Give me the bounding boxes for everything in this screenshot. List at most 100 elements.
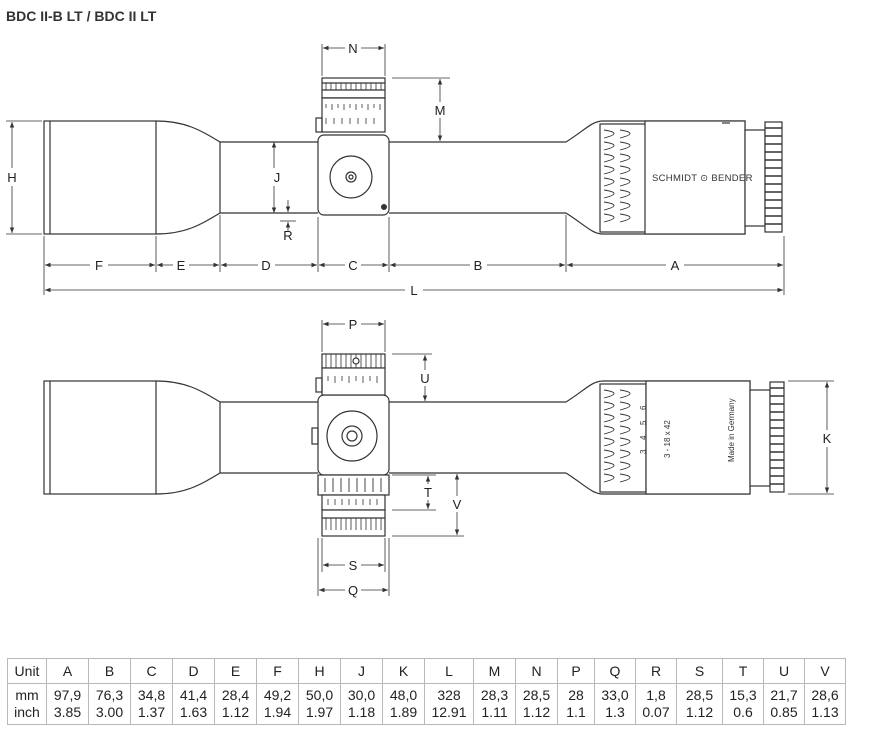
table-header-m: M <box>473 658 516 684</box>
table-header-j: J <box>340 658 383 684</box>
table-header-p: P <box>557 658 595 684</box>
value-mm-d: 41,4 <box>179 687 208 703</box>
value-inch-s: 1.12 <box>685 704 714 720</box>
mag-mark-4: 4 <box>639 435 648 440</box>
value-mm-h: 50,0 <box>305 687 334 703</box>
value-inch-a: 3.85 <box>53 704 82 720</box>
objective-bell-side <box>43 380 221 495</box>
value-inch-n: 1.12 <box>522 704 551 720</box>
elevation-turret-side <box>315 353 386 396</box>
value-mm-s: 28,5 <box>685 687 714 703</box>
dim-label-b: B <box>474 258 483 273</box>
table-header-b: B <box>88 658 131 684</box>
dim-label-e: E <box>177 258 186 273</box>
top-view-dimension-labels: N M H J R F E D C B A L <box>7 41 679 298</box>
value-inch-k: 1.89 <box>389 704 418 720</box>
value-inch-t: 0.6 <box>733 704 753 720</box>
dimensions-table: Unit A B C D E F H J K L M N P Q R S T U… <box>7 658 846 725</box>
table-cell-unit: mm inch <box>7 683 47 725</box>
mag-mark-5: 5 <box>639 420 648 425</box>
table-header-a: A <box>46 658 89 684</box>
turret-saddle-top <box>317 134 390 216</box>
dim-label-k: K <box>823 431 832 446</box>
dim-label-d: D <box>261 258 270 273</box>
value-mm-r: 1,8 <box>646 687 666 703</box>
mag-mark-6: 6 <box>639 405 648 410</box>
table-header-e: E <box>214 658 257 684</box>
table-header-l: L <box>424 658 474 684</box>
origin-label: Made in Germany <box>727 398 736 462</box>
table-header-u: U <box>763 658 805 684</box>
value-inch-m: 1.11 <box>481 704 508 720</box>
turret-saddle-side <box>311 394 390 476</box>
value-inch-p: 1.1 <box>566 704 586 720</box>
eyepiece-top <box>565 120 783 235</box>
value-inch-d: 1.63 <box>179 704 208 720</box>
brand-label: SCHMIDT ⊙ BENDER <box>652 173 753 184</box>
table-header-v: V <box>804 658 846 684</box>
value-inch-h: 1.97 <box>305 704 334 720</box>
value-mm-j: 30,0 <box>347 687 376 703</box>
value-inch-b: 3.00 <box>95 704 124 720</box>
value-mm-b: 76,3 <box>95 687 124 703</box>
table-header-h: H <box>298 658 341 684</box>
page-title: BDC II-B LT / BDC II LT <box>6 8 157 24</box>
dim-label-f: F <box>95 258 103 273</box>
unit-mm-label: mm <box>15 687 39 703</box>
value-mm-u: 21,7 <box>770 687 798 703</box>
elevation-turret-top <box>315 77 386 133</box>
value-mm-n: 28,5 <box>522 687 551 703</box>
value-mm-a: 97,9 <box>53 687 82 703</box>
value-inch-v: 1.13 <box>811 704 839 720</box>
dim-label-q: Q <box>348 583 358 598</box>
table-header-k: K <box>382 658 425 684</box>
value-inch-j: 1.18 <box>347 704 376 720</box>
value-mm-l: 328 <box>437 687 461 703</box>
value-inch-f: 1.94 <box>263 704 292 720</box>
top-view: SCHMIDT ⊙ BENDER <box>43 77 783 235</box>
table-header-unit: Unit <box>7 658 47 684</box>
value-inch-c: 1.37 <box>137 704 166 720</box>
dim-label-p: P <box>349 317 358 332</box>
table-header-t: T <box>722 658 764 684</box>
value-inch-r: 0.07 <box>642 704 670 720</box>
value-mm-f: 49,2 <box>263 687 292 703</box>
dim-label-t: T <box>424 485 432 500</box>
value-mm-v: 28,6 <box>811 687 839 703</box>
dim-label-n: N <box>348 41 357 56</box>
objective-bell-top <box>43 120 221 235</box>
side-view-dimensions <box>317 320 834 596</box>
dim-label-a: A <box>671 258 680 273</box>
main-tube-side <box>220 401 566 474</box>
main-tube-top <box>220 141 566 214</box>
value-mm-k: 48,0 <box>389 687 418 703</box>
model-label: 3 - 18 x 42 <box>663 420 672 458</box>
value-inch-u: 0.85 <box>770 704 798 720</box>
dim-label-c: C <box>348 258 357 273</box>
value-mm-p: 28 <box>568 687 584 703</box>
value-mm-e: 28,4 <box>221 687 250 703</box>
dim-label-l: L <box>410 283 417 298</box>
value-mm-t: 15,3 <box>729 687 757 703</box>
table-header-f: F <box>256 658 299 684</box>
table-header-d: D <box>172 658 215 684</box>
side-view: 6 5 4 3 3 - 18 x 42 Made in Germany <box>43 353 785 537</box>
